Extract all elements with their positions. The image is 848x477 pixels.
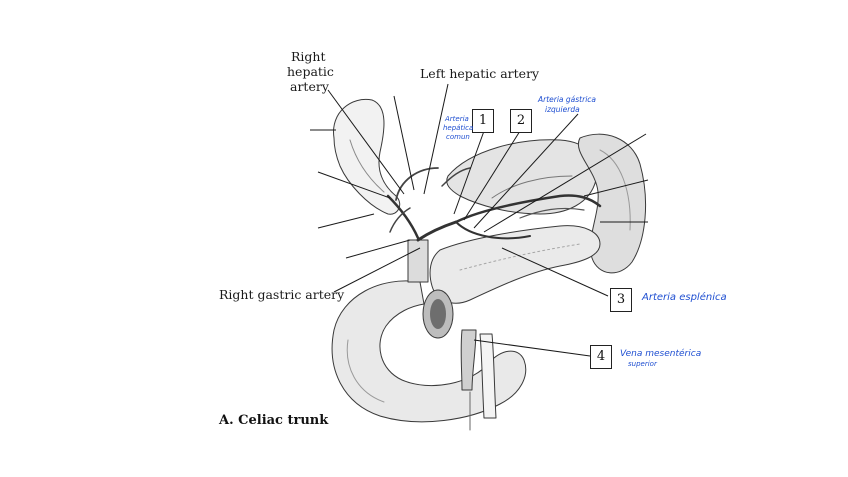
- handwritten-note-1-line2: hepática: [443, 124, 474, 132]
- gallbladder-shape: [333, 98, 401, 215]
- label-right-hepatic-line2: hepatic: [287, 64, 334, 79]
- celiac-branches: [416, 220, 458, 242]
- handwritten-note-1-line3: comun: [446, 133, 470, 141]
- pancreas-shape: [429, 225, 601, 304]
- number-box-1: 1: [472, 109, 494, 133]
- handwritten-note-1-line1: Arteria: [445, 115, 469, 123]
- number-box-4: 4: [590, 345, 612, 369]
- label-left-hepatic-artery: Left hepatic artery: [420, 66, 540, 81]
- number-box-3: 3: [610, 288, 632, 312]
- number-box-2: 2: [510, 109, 532, 133]
- label-right-hepatic-line1: Right: [291, 49, 326, 64]
- handwritten-note-4-line1: Vena mesentérica: [620, 349, 702, 359]
- label-right-hepatic-line3: artery: [290, 79, 329, 94]
- mesenteric-vessel: [460, 329, 477, 391]
- figure-caption: A. Celiac trunk: [219, 413, 329, 428]
- aorta-shape: [407, 239, 429, 283]
- duodenum-shape: [331, 280, 527, 423]
- label-right-gastric-artery: Right gastric artery: [219, 287, 345, 302]
- handwritten-note-2-line1: Arteria gástrica: [538, 95, 597, 104]
- handwritten-note-3: Arteria esplénica: [642, 292, 727, 303]
- handwritten-note-4-line2: superior: [628, 360, 657, 368]
- handwritten-note-2-line2: izquierda: [545, 105, 580, 114]
